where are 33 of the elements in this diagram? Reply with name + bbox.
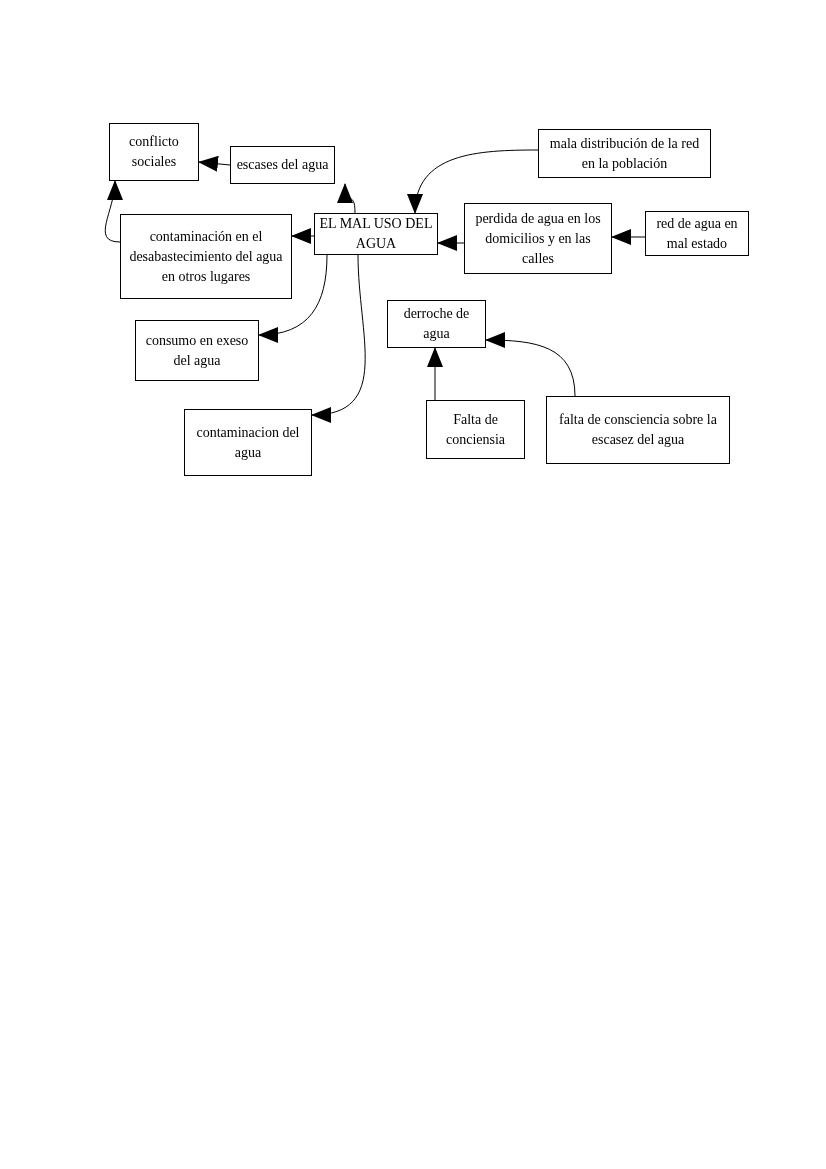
arrow bbox=[198, 155, 231, 172]
box-text: derroche de agua bbox=[402, 305, 471, 343]
box-text: mala distribución de la red en la población bbox=[548, 134, 701, 173]
concept-box bbox=[230, 146, 335, 184]
box-text: contaminación en el desabastecimiento del agua en otros lugares bbox=[128, 227, 284, 286]
arrow bbox=[611, 229, 646, 245]
box-text: escases del agua bbox=[236, 156, 329, 174]
box-text: conflicto sociales bbox=[128, 133, 180, 171]
box-text: EL MAL USO DEL AGUA bbox=[319, 215, 433, 253]
box-text: falta de consciencia sobre la escasez del agua bbox=[558, 411, 718, 449]
box-text: perdida de agua en los domicilios y en las calles bbox=[474, 209, 602, 268]
box-text: Falta de conciensia bbox=[444, 410, 507, 449]
concept-box bbox=[120, 214, 292, 299]
arrow bbox=[437, 235, 465, 251]
concept-box bbox=[184, 409, 312, 476]
concept-box bbox=[464, 203, 612, 274]
arrow bbox=[258, 254, 328, 342]
arrow bbox=[311, 254, 366, 422]
concept-box bbox=[546, 396, 730, 464]
concept-box bbox=[135, 320, 259, 381]
concept-box bbox=[645, 211, 749, 256]
concept-box bbox=[109, 123, 199, 181]
arrow bbox=[485, 332, 576, 397]
arrow bbox=[427, 347, 443, 401]
box-text: contaminacion del agua bbox=[195, 423, 301, 462]
concept-box bbox=[538, 129, 711, 178]
box-text: consumo en exeso del agua bbox=[144, 331, 250, 370]
concept-box bbox=[387, 300, 486, 348]
box-text: red de agua en mal estado bbox=[655, 214, 739, 253]
arrow bbox=[291, 228, 315, 244]
concept-box bbox=[426, 400, 525, 459]
arrow bbox=[104, 180, 122, 243]
arrow bbox=[408, 149, 539, 214]
